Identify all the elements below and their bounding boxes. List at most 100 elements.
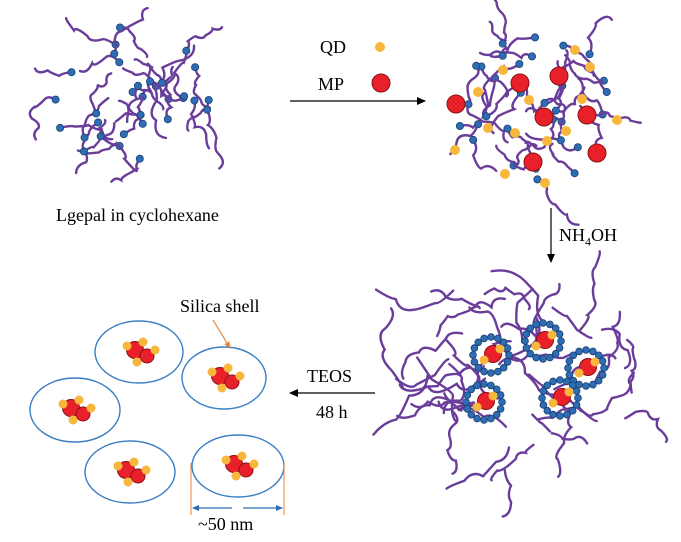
qd-particle [68,415,78,425]
surfactant-head [540,98,549,107]
legend-qd-label: QD [320,37,346,57]
qd-particle [547,330,557,340]
surfactant-head [563,377,571,386]
surfactant-tail [118,26,149,59]
surfactant-head [539,401,548,409]
surfactant-head [522,330,531,338]
mp-particle [523,152,543,172]
surfactant-tail [483,286,531,311]
legend-qd-dot [375,42,385,52]
surfactant-tail [205,108,225,170]
surfactant-head [600,364,608,372]
surfactant-tail [74,121,100,175]
micelle-core [538,376,582,420]
surfactant-head [559,41,568,50]
surfactant-tail [579,250,602,332]
surfactant-tail [515,287,534,344]
surfactant-tail [416,356,458,424]
surfactant-tail [89,72,113,115]
silica-coated-particle [191,434,285,498]
qd-particle [113,461,123,471]
surfactant-head [543,406,552,415]
surfactant-head [533,175,542,184]
surfactant-head [570,169,579,178]
surfactant-head [133,81,142,90]
qd-particle [221,455,231,465]
surfactant-tail [586,15,613,56]
surfactant-head [157,78,166,87]
surfactant-tail [489,443,535,482]
surfactant-head [56,123,65,132]
surfactant-head [598,357,607,365]
surfactant-head [582,382,590,390]
surfactant-head [572,401,581,409]
qd-particle [235,371,245,381]
surfactant-tail [466,103,509,144]
surfactant-head [538,394,546,402]
surfactant-tail [536,178,580,226]
surfactant-head [521,337,529,345]
surfactant-tail [531,413,589,445]
surfactant-tail [430,289,506,310]
surfactant-head [204,96,213,105]
surfactant-head [462,398,470,406]
surfactant-tail [553,98,567,142]
silica-shell [94,320,184,384]
surfactant-head [190,96,199,105]
surfactant-tail [493,0,508,45]
silica-coated-particle [29,377,121,443]
nh4oh-label: NH4OH [559,226,617,248]
surfactant-head [594,351,603,360]
surfactant-tail [113,6,149,55]
surfactant-tail [395,358,450,388]
surfactant-tail [624,409,669,443]
qd-particle [86,403,96,413]
surfactant-head [487,369,495,377]
qd-particle [223,363,233,373]
surfactant-head [480,367,488,376]
qd-particle [524,95,534,105]
surfactant-head [79,147,88,156]
silica-shell [181,346,267,410]
silica-shell-callout-arrow [212,319,231,349]
qd-particle [577,94,587,104]
surfactant-head [492,385,501,394]
mp-particle [534,107,554,127]
mp-particle [549,66,569,86]
arrow-layer [212,97,555,397]
surfactant-head [528,52,537,61]
surfactant-tail [164,71,176,121]
surfactant-tail [189,99,211,150]
surfactant-head [551,324,560,333]
qd-particle [132,357,142,367]
surfactant-tail [466,64,480,102]
nh4oh-label-main: NH [559,225,585,245]
surfactant-head [474,120,483,129]
surfactant-head [602,88,611,97]
surfactant-head [487,333,495,341]
qd-particle [585,62,595,72]
surfactant-head [498,398,506,406]
surfactant-tail [379,307,404,389]
surfactant-head [92,109,101,118]
surfactant-tail [458,91,488,130]
surfactant-head [585,50,594,59]
mp-particle [446,94,466,114]
qd-particle [74,395,84,405]
surfactant-tail [28,96,57,141]
surfactant-tail [482,76,497,120]
surfactant-head [463,405,472,413]
reverse-micelle-network [372,250,669,518]
surfactant-tail [133,58,164,85]
surfactant-tail [551,306,593,340]
qd-particle [548,398,558,408]
lgepal-caption: Lgepal in cyclohexane [56,205,219,225]
qd-particle [122,341,132,351]
surfactant-head [564,364,572,372]
surfactant-head [487,414,495,423]
surfactant-tail [146,62,186,102]
surfactant-tail [99,135,139,173]
surfactant-head [135,154,144,163]
surfactant-tail [148,80,168,140]
